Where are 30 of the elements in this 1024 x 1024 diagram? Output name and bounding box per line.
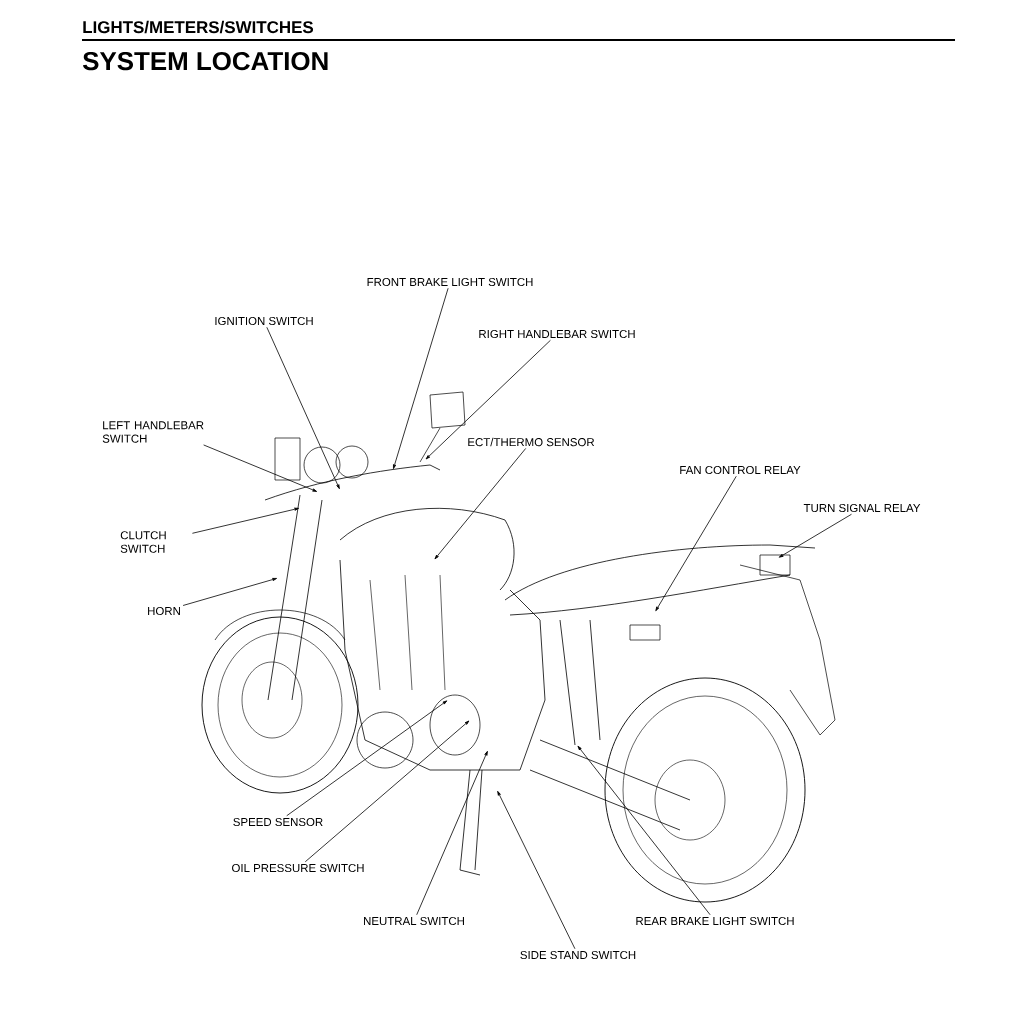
callout-label: IGNITION SWITCH xyxy=(215,316,313,326)
callout-label: RIGHT HANDLEBAR SWITCH xyxy=(479,329,635,339)
callout-label: SPEED SENSOR xyxy=(233,817,323,827)
leader-line xyxy=(192,507,299,534)
callout-label: ECT/THERMO SENSOR xyxy=(468,437,595,447)
page-title: SYSTEM LOCATION xyxy=(82,51,328,71)
callout-label: TURN SIGNAL RELAY xyxy=(803,503,921,513)
leader-line xyxy=(182,578,277,606)
callout-label: CLUTCH SWITCH xyxy=(120,531,166,553)
leader-line xyxy=(416,750,488,916)
callout-label: LEFT HANDLEBAR SWITCH xyxy=(102,421,204,443)
leader-line xyxy=(655,475,737,612)
leader-line xyxy=(203,444,318,492)
leader-line xyxy=(304,720,470,863)
leader-line xyxy=(266,326,340,490)
leader-line xyxy=(286,700,448,817)
callout-label: SIDE STAND SWITCH xyxy=(520,950,636,960)
callout-label: REAR BRAKE LIGHT SWITCH xyxy=(636,916,794,926)
callout-label: FAN CONTROL RELAY xyxy=(680,465,801,475)
leader-line xyxy=(778,513,852,558)
callout-label: HORN xyxy=(148,606,180,616)
leader-line xyxy=(497,790,576,950)
callout-label: FRONT BRAKE LIGHT SWITCH xyxy=(367,277,533,287)
callout-label: NEUTRAL SWITCH xyxy=(364,916,464,926)
section-header: LIGHTS/METERS/SWITCHES xyxy=(83,20,314,34)
callout-label: OIL PRESSURE SWITCH xyxy=(232,863,364,873)
leader-line xyxy=(577,745,711,916)
leader-line xyxy=(434,448,527,560)
leader-line xyxy=(425,339,551,460)
leader-line xyxy=(393,287,449,469)
